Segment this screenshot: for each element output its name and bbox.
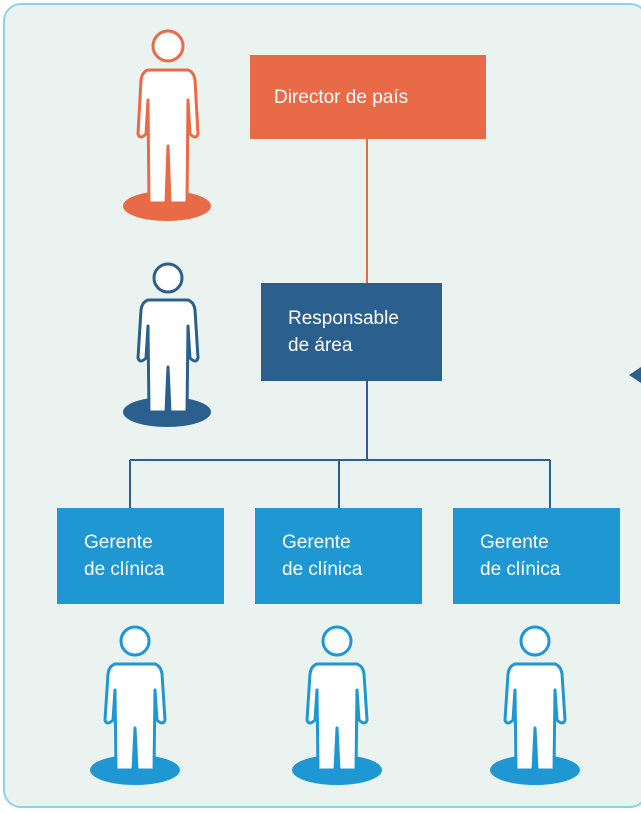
gerente-box-3: Gerente de clínica (453, 508, 620, 604)
director-label: Director de país (274, 86, 409, 108)
gerente-1-label-line1: Gerente (84, 532, 153, 553)
responsable-label-line1: Responsable (288, 308, 399, 329)
gerente-3-label-line2: de clínica (480, 559, 561, 580)
responsable-box: Responsable de área (261, 283, 442, 381)
responsable-label-line2: de área (288, 335, 353, 356)
gerente-box-2: Gerente de clínica (255, 508, 422, 604)
director-person-icon (123, 29, 211, 221)
pointer-caret (629, 367, 641, 383)
gerente-box-1: Gerente de clínica (57, 508, 224, 604)
gerente-3-person-icon (490, 625, 580, 785)
gerente-2-label-line1: Gerente (282, 532, 351, 553)
gerente-3-label-line1: Gerente (480, 532, 549, 553)
director-box: Director de país (250, 55, 486, 139)
gerente-1-person-icon (90, 625, 180, 785)
responsable-person-icon (123, 262, 211, 427)
gerente-2-label-line2: de clínica (282, 559, 363, 580)
gerente-2-person-icon (292, 625, 382, 785)
gerente-1-label-line2: de clínica (84, 559, 165, 580)
